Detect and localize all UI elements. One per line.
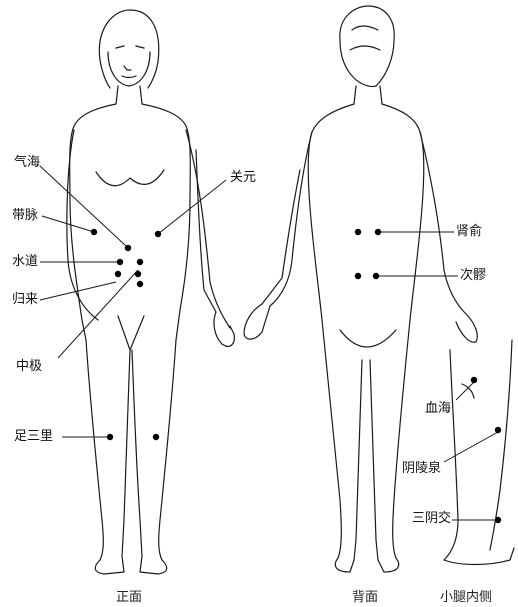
label-daimai: 带脉: [12, 209, 38, 222]
point-zhongji-dot: [137, 281, 143, 287]
label-zusanli: 足三里: [14, 430, 53, 443]
label-guanyuan: 关元: [230, 171, 256, 184]
point-zusanli-right-dot: [153, 434, 159, 440]
label-zhongji: 中极: [16, 360, 42, 373]
caption-front: 正面: [116, 586, 142, 605]
point-daimai-right-dot: [155, 231, 161, 237]
point-zusanli-left-dot: [107, 434, 113, 440]
caption-back: 背面: [352, 586, 378, 605]
point-guilai-left-dot: [115, 271, 121, 277]
point-qihai-dot: [125, 245, 131, 251]
label-shuidao: 水道: [12, 255, 38, 268]
front-body-outline: [67, 10, 234, 574]
calf-inner-outline: [444, 340, 514, 565]
point-ciliao-left-dot: [355, 273, 361, 279]
point-yinlingquan-dot: [495, 427, 501, 433]
point-shenshu-right-dot: [375, 229, 381, 235]
point-shenshu-left-dot: [355, 229, 361, 235]
point-xuehai-dot: [471, 377, 477, 383]
label-sanyinjiao: 三阴交: [412, 512, 451, 525]
point-daimai-left-dot: [91, 229, 97, 235]
caption-calf: 小腿内侧: [440, 586, 492, 605]
label-qihai: 气海: [14, 156, 40, 169]
label-yinlingquan: 阴陵泉: [402, 462, 441, 475]
point-shuidao-left-dot: [117, 259, 123, 265]
label-xuehai: 血海: [425, 402, 451, 415]
label-shenshu: 肾俞: [456, 225, 482, 238]
acupoint-dots: [91, 229, 501, 523]
back-body-outline: [244, 6, 477, 572]
label-ciliao: 次髎: [460, 269, 486, 282]
point-sanyinjiao-dot: [495, 517, 501, 523]
point-guilai-right-dot: [135, 271, 141, 277]
label-guilai: 归来: [12, 293, 38, 306]
point-shuidao-right-dot: [137, 259, 143, 265]
point-ciliao-right-dot: [373, 273, 379, 279]
